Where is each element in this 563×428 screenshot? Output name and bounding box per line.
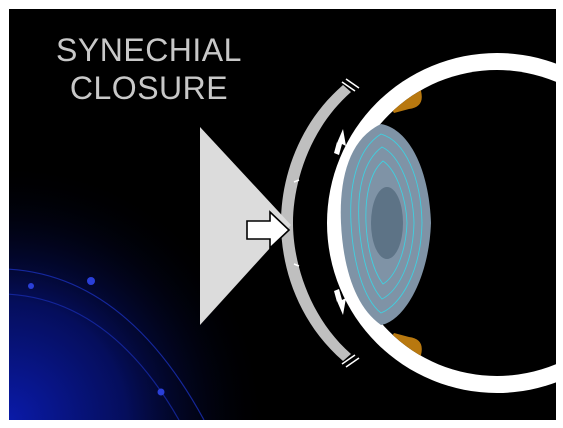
title-line-2: CLOSURE [69, 70, 229, 106]
slide-title: SYNECHIAL CLOSURE [29, 31, 269, 107]
title-line-1: SYNECHIAL [56, 32, 242, 68]
gonio-prism [200, 127, 291, 325]
slide: SYNECHIAL CLOSURE [9, 9, 556, 420]
push-arrow-icon [246, 210, 291, 250]
cornea [281, 85, 351, 361]
iris-movement-arrow-icon [334, 129, 346, 315]
corner-glow-decoration [9, 159, 329, 420]
diagram-canvas [9, 53, 556, 420]
limbus-markers [293, 78, 360, 368]
lens [340, 124, 431, 325]
